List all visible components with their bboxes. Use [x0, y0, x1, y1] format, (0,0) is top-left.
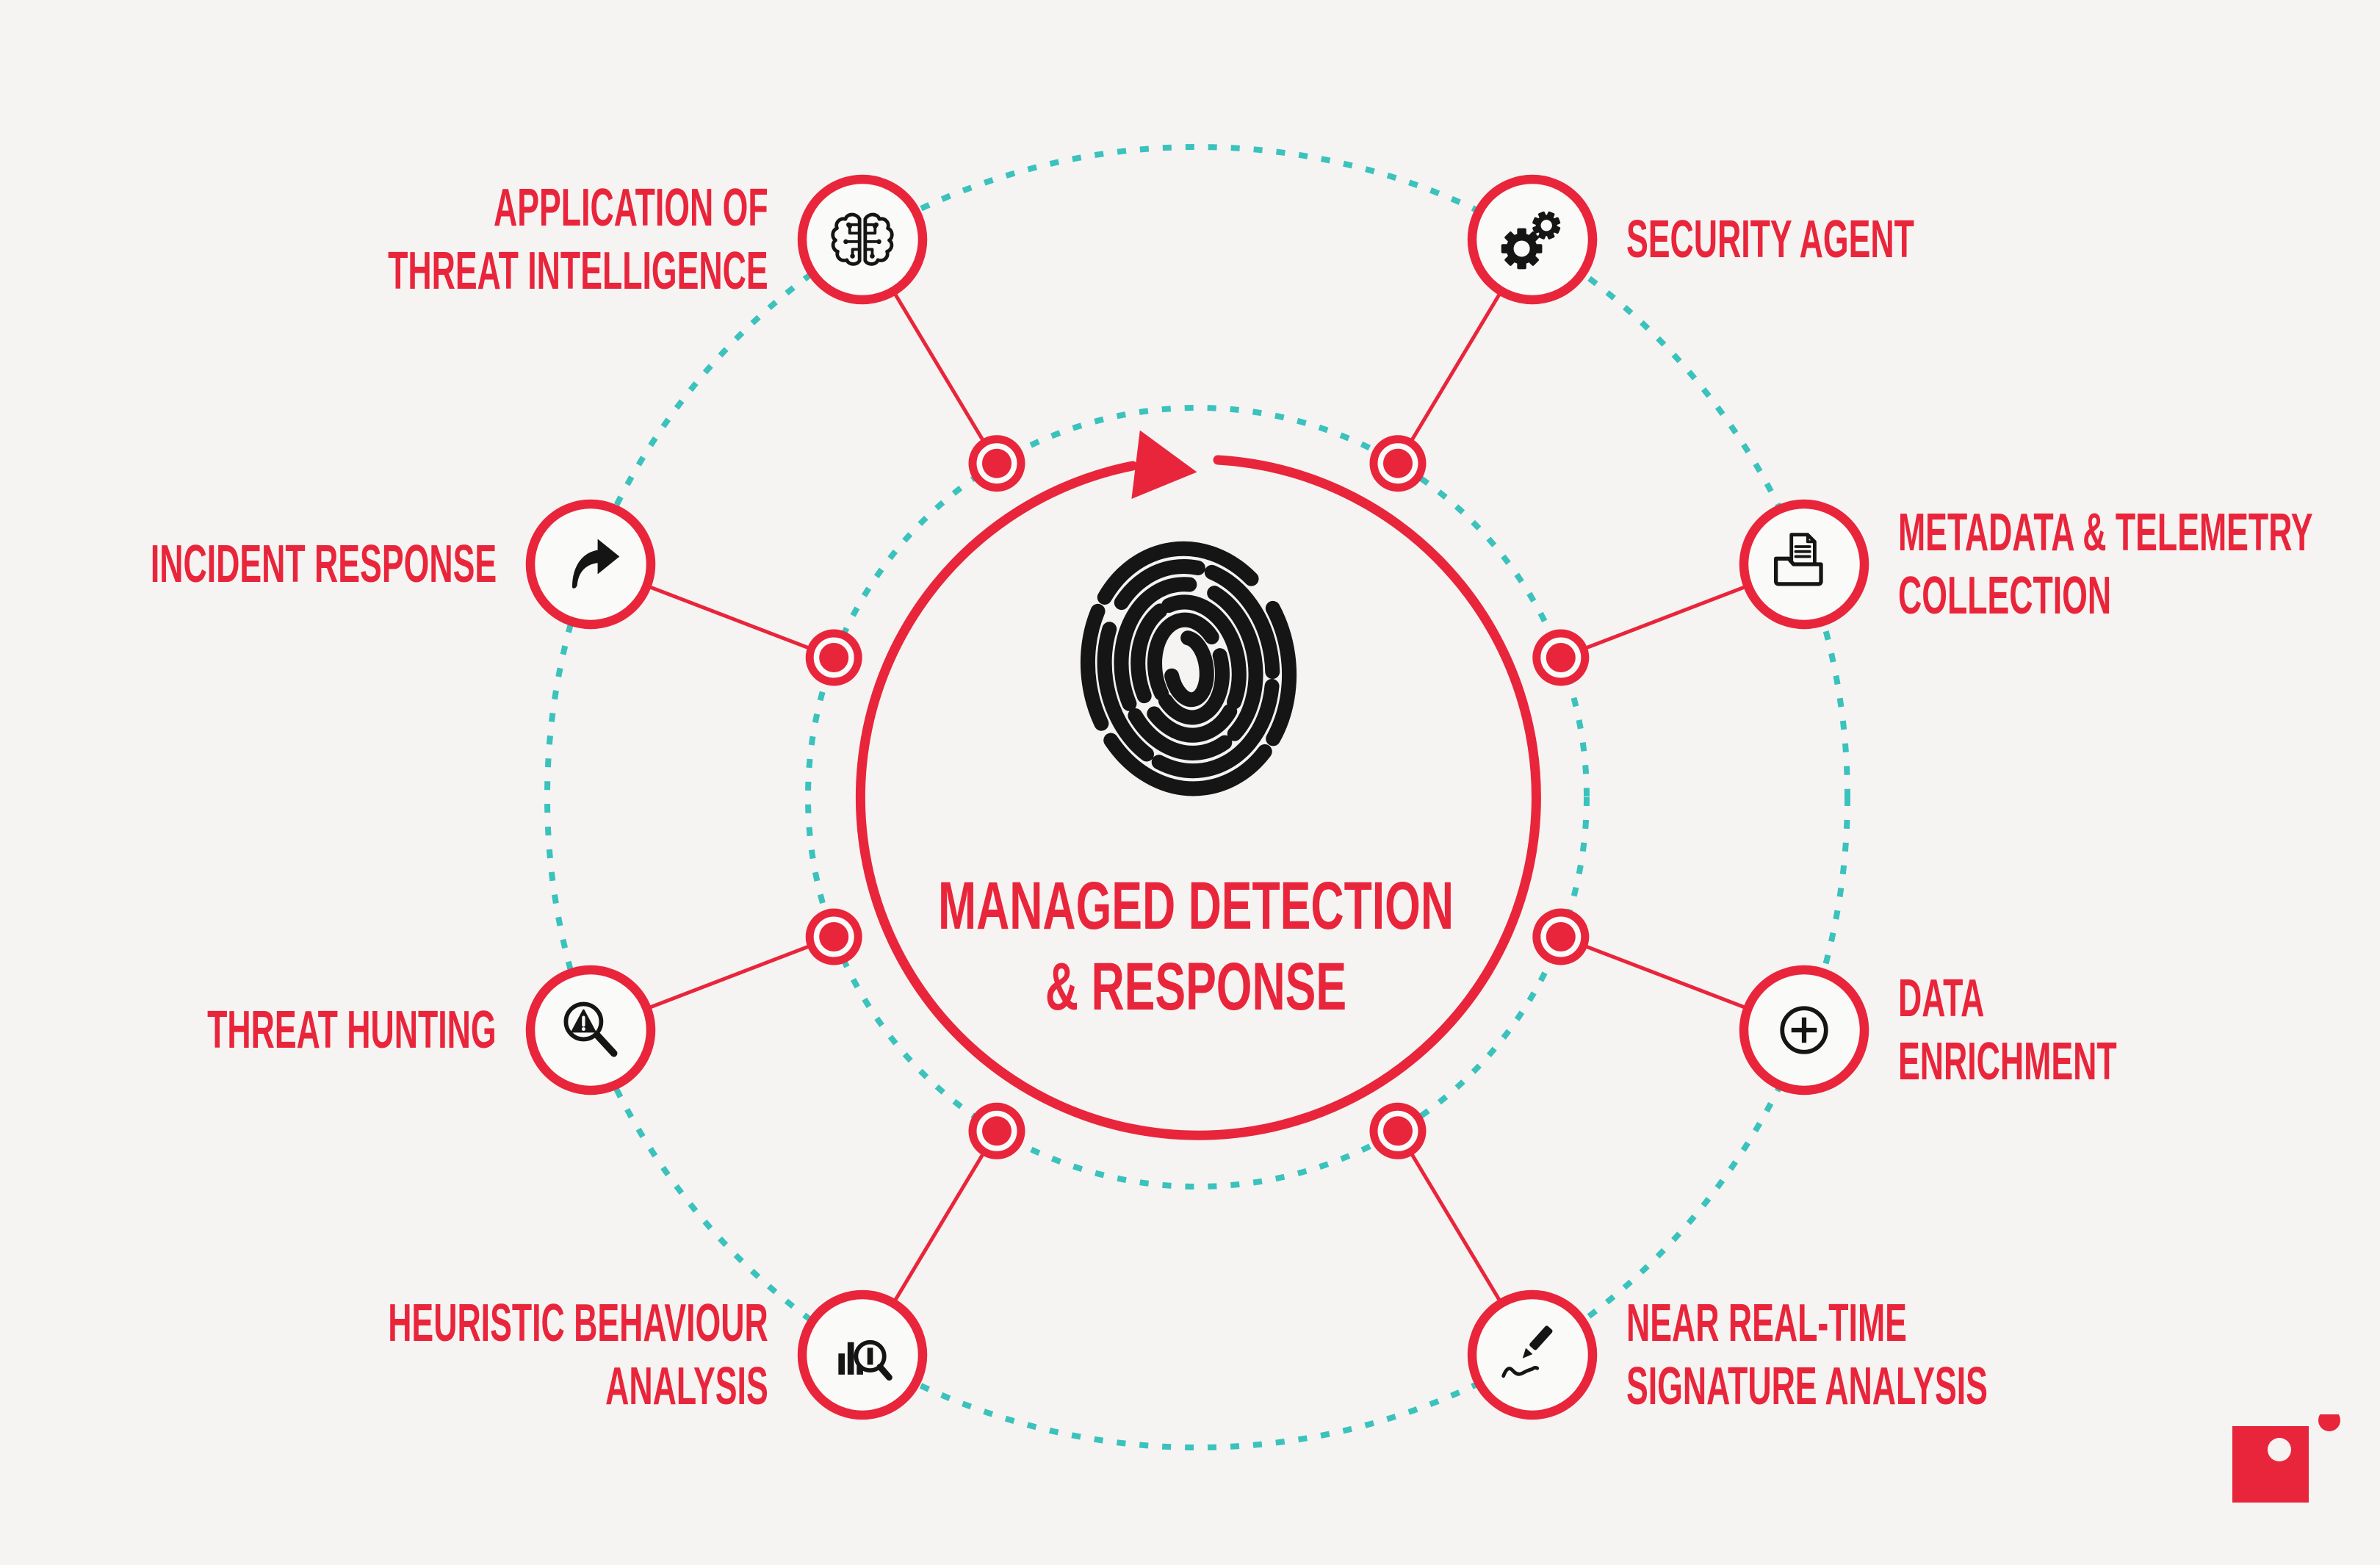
spoke-near-real-time-signature-analysis	[1467, 1289, 1598, 1420]
bar-chart-magnifier-icon	[838, 1339, 892, 1381]
dotted-rings	[544, 144, 1850, 1450]
label-metadata-telemetry-collection: METADATA & TELEMETRY COLLECTION	[1898, 503, 2313, 625]
connector-node	[805, 629, 862, 686]
connector-node	[805, 908, 862, 965]
connector-node	[1369, 435, 1427, 492]
label-heuristic-behaviour-analysis: HEURISTIC BEHAVIOUR ANALYSIS	[388, 1294, 768, 1416]
label-incident-response: INCIDENT RESPONSE	[150, 535, 497, 594]
connector-node	[968, 435, 1025, 492]
spoke-metadata-telemetry-collection	[1739, 499, 1869, 630]
inner-dotted-ring	[805, 405, 1590, 1190]
spoke-heuristic-behaviour-analysis	[797, 1289, 928, 1420]
connector-lines	[590, 238, 1805, 1356]
brain-circuit-icon	[831, 212, 894, 266]
outer-dotted-ring	[544, 144, 1850, 1450]
connector-node	[968, 1102, 1025, 1159]
circle-plus-icon	[1780, 1006, 1828, 1054]
share-arrow-icon	[572, 539, 620, 589]
spoke-threat-hunting	[525, 965, 656, 1096]
pen-signature-icon	[1501, 1325, 1553, 1378]
label-security-agent: SECURITY AGENT	[1626, 210, 1914, 269]
fingerprint-icon	[1080, 541, 1297, 796]
center-title: MANAGED DETECTION & RESPONSE	[937, 868, 1454, 1024]
folder-document-icon	[1773, 533, 1823, 586]
gears-icon	[1501, 211, 1561, 270]
connector-node	[1532, 908, 1590, 965]
cycle-ring	[855, 430, 1541, 1140]
label-threat-hunting: THREAT HUNTING	[207, 1001, 497, 1059]
connector-node	[1532, 629, 1590, 686]
spoke-application-of-threat-intelligence	[797, 174, 928, 305]
label-data-enrichment: DATA ENRICHMENT	[1898, 969, 2117, 1091]
label-near-real-time-signature-analysis: NEAR REAL-TIME SIGNATURE ANALYSIS	[1626, 1294, 1988, 1416]
cycle-arrowhead-icon	[1131, 430, 1197, 499]
spoke-data-enrichment	[1739, 965, 1869, 1096]
cycle-arc	[855, 455, 1541, 1140]
red-square-dot-logo	[2232, 1414, 2340, 1503]
spoke-security-agent	[1467, 174, 1598, 305]
magnifier-alert-icon	[563, 1001, 618, 1057]
spoke-icons	[525, 174, 1869, 1420]
connector-node	[1369, 1102, 1427, 1159]
spoke-incident-response	[525, 499, 656, 630]
label-application-of-threat-intelligence: APPLICATION OF THREAT INTELLIGENCE	[388, 179, 768, 301]
connector-nodes	[805, 435, 1590, 1159]
